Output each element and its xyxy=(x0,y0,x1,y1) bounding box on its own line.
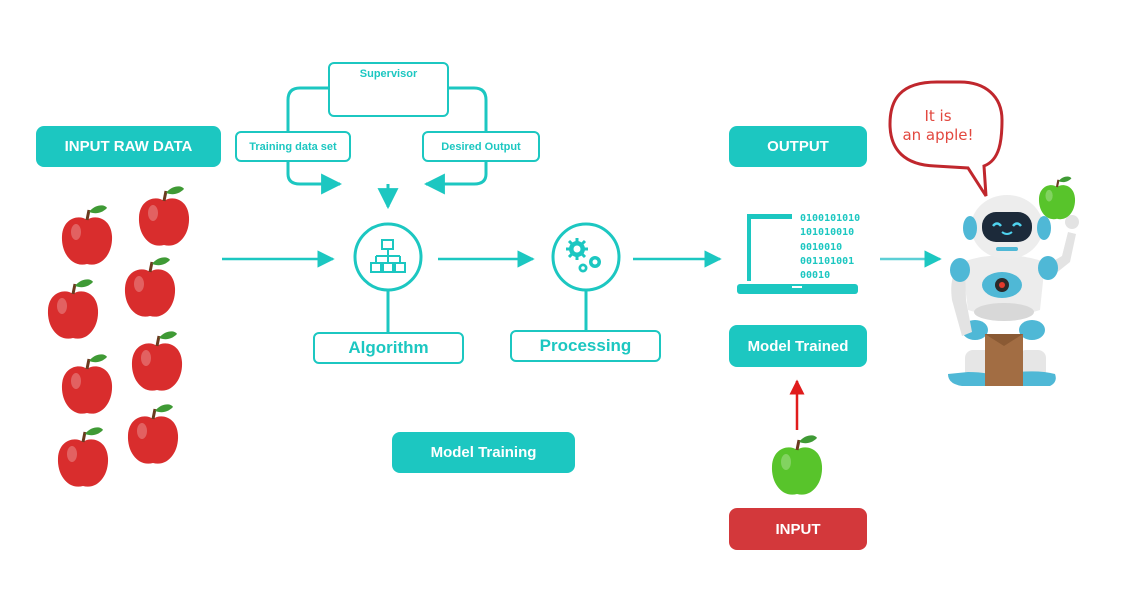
robot-illustration xyxy=(948,195,1079,386)
robot-held-apple xyxy=(1037,175,1077,221)
binary-code: 0100101010 101010010 0010010 001101001 0… xyxy=(800,212,860,283)
processing-node xyxy=(551,222,621,330)
training-data-set-label: Training data set xyxy=(235,131,351,162)
hierarchy-icon xyxy=(370,239,406,273)
speech-line-1: It is xyxy=(924,107,952,125)
binary-line: 101010010 xyxy=(800,227,855,239)
model-trained-label: Model Trained xyxy=(729,325,867,367)
gears-icon xyxy=(566,238,601,273)
supervisor-box: Supervisor xyxy=(328,62,449,117)
binary-line: 0100101010 xyxy=(800,213,861,224)
speech-bubble-text: It is an apple! xyxy=(897,107,979,145)
speech-line-2: an apple! xyxy=(902,126,974,144)
algorithm-node xyxy=(353,222,423,332)
input-label: INPUT xyxy=(729,508,867,550)
binary-line: 00010 xyxy=(800,270,831,282)
algorithm-label: Algorithm xyxy=(313,332,464,364)
input-raw-data-label: INPUT RAW DATA xyxy=(36,126,221,167)
supervisor-loop-connectors xyxy=(286,86,488,210)
desired-output-label: Desired Output xyxy=(422,131,540,162)
laptop-icon xyxy=(737,214,858,294)
output-label: OUTPUT xyxy=(729,126,867,167)
binary-line: 0010010 xyxy=(800,241,843,253)
model-training-label: Model Training xyxy=(392,432,575,473)
binary-line: 001101001 xyxy=(800,255,855,267)
raw-data-apples xyxy=(46,184,191,489)
input-apple xyxy=(770,433,824,497)
processing-label: Processing xyxy=(510,330,661,362)
speech-bubble xyxy=(888,80,1004,197)
